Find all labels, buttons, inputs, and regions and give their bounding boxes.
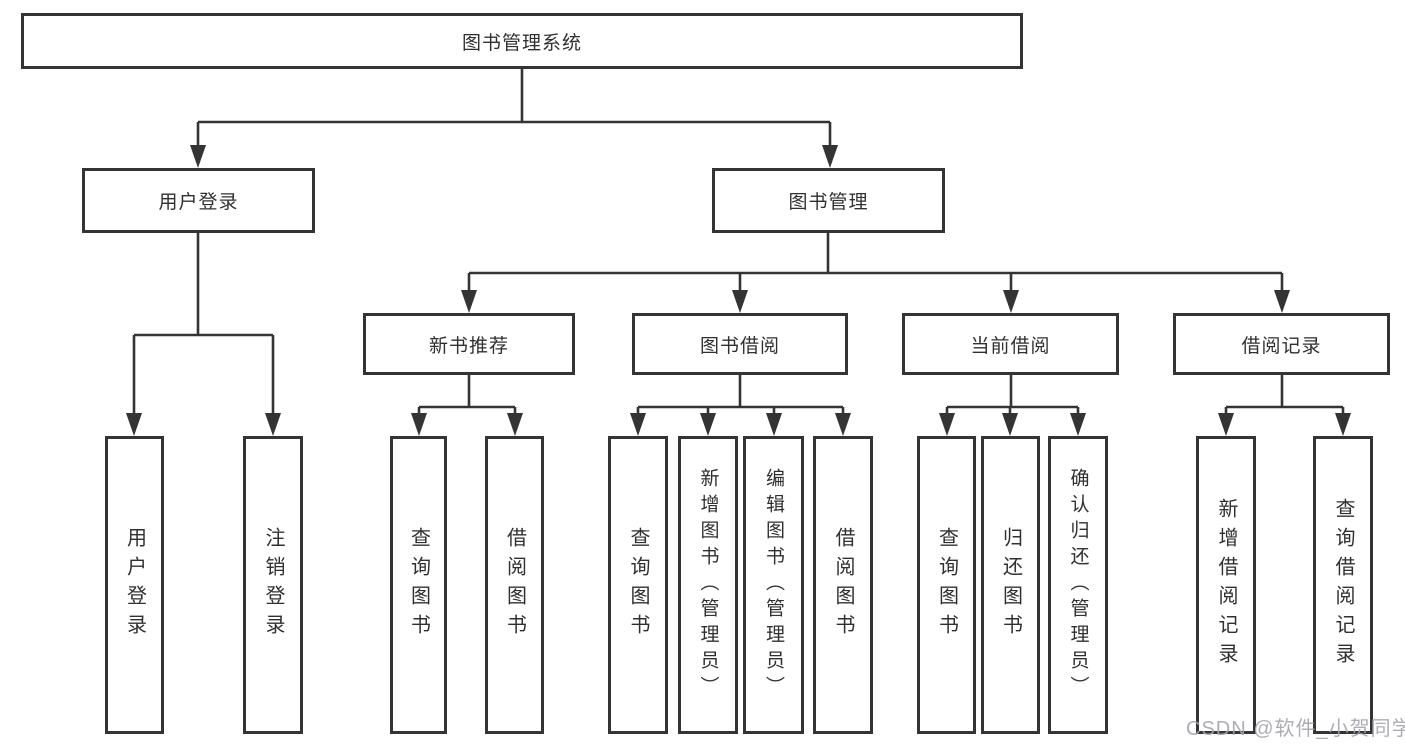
- csdn-watermark: CSDN @软件_小贺同学: [1186, 718, 1405, 740]
- connector-root-to-level2: [190, 69, 838, 168]
- node-library-management-system: 图书管理系统: [21, 13, 1023, 69]
- node-new-book-recommendation: 新书推荐: [363, 313, 575, 375]
- leaf-borrow-books: 借阅图书: [485, 436, 544, 734]
- node-label: 用户登录: [158, 192, 239, 213]
- leaf-confirm-return-admin: 确认归还（管理员）: [1048, 436, 1108, 734]
- node-label: 图书管理: [788, 192, 869, 213]
- leaf-return-books: 归还图书: [981, 436, 1040, 734]
- node-user-login: 用户登录: [82, 168, 315, 233]
- node-label: 图书管理系统: [461, 32, 582, 54]
- node-label: 借阅记录: [1241, 335, 1322, 357]
- leaf-edit-books-admin: 编辑图书（管理员）: [743, 436, 804, 734]
- node-current-borrowing: 当前借阅: [902, 313, 1119, 375]
- connector-newbookrec-to-leaves: [411, 375, 523, 436]
- node-label: 当前借阅: [970, 335, 1051, 357]
- connector-userlogin-to-leaves: [126, 233, 281, 436]
- leaf-add-borrow-record: 新增借阅记录: [1196, 436, 1256, 734]
- node-borrowing-records: 借阅记录: [1173, 313, 1390, 375]
- leaf-query-borrow-record: 查询借阅记录: [1313, 436, 1373, 734]
- leaf-user-login: 用户登录: [105, 436, 164, 734]
- connector-bookborrow-to-leaves: [630, 375, 851, 436]
- node-label: 新书推荐: [428, 335, 509, 357]
- connector-borrowrecords-to-leaves: [1218, 375, 1351, 436]
- connector-bookmgmt-to-level3: [461, 233, 1290, 313]
- leaf-query-books: 查询图书: [608, 436, 668, 734]
- node-label: 图书借阅: [699, 335, 780, 357]
- leaf-query-books: 查询图书: [390, 436, 447, 734]
- node-book-borrowing: 图书借阅: [632, 313, 848, 375]
- leaf-query-books: 查询图书: [917, 436, 976, 734]
- node-book-management: 图书管理: [712, 168, 945, 233]
- leaf-logout: 注销登录: [243, 436, 303, 734]
- leaf-add-books-admin: 新增图书（管理员）: [678, 436, 738, 734]
- connector-currentborrow-to-leaves: [939, 375, 1086, 436]
- leaf-borrow-books: 借阅图书: [813, 436, 873, 734]
